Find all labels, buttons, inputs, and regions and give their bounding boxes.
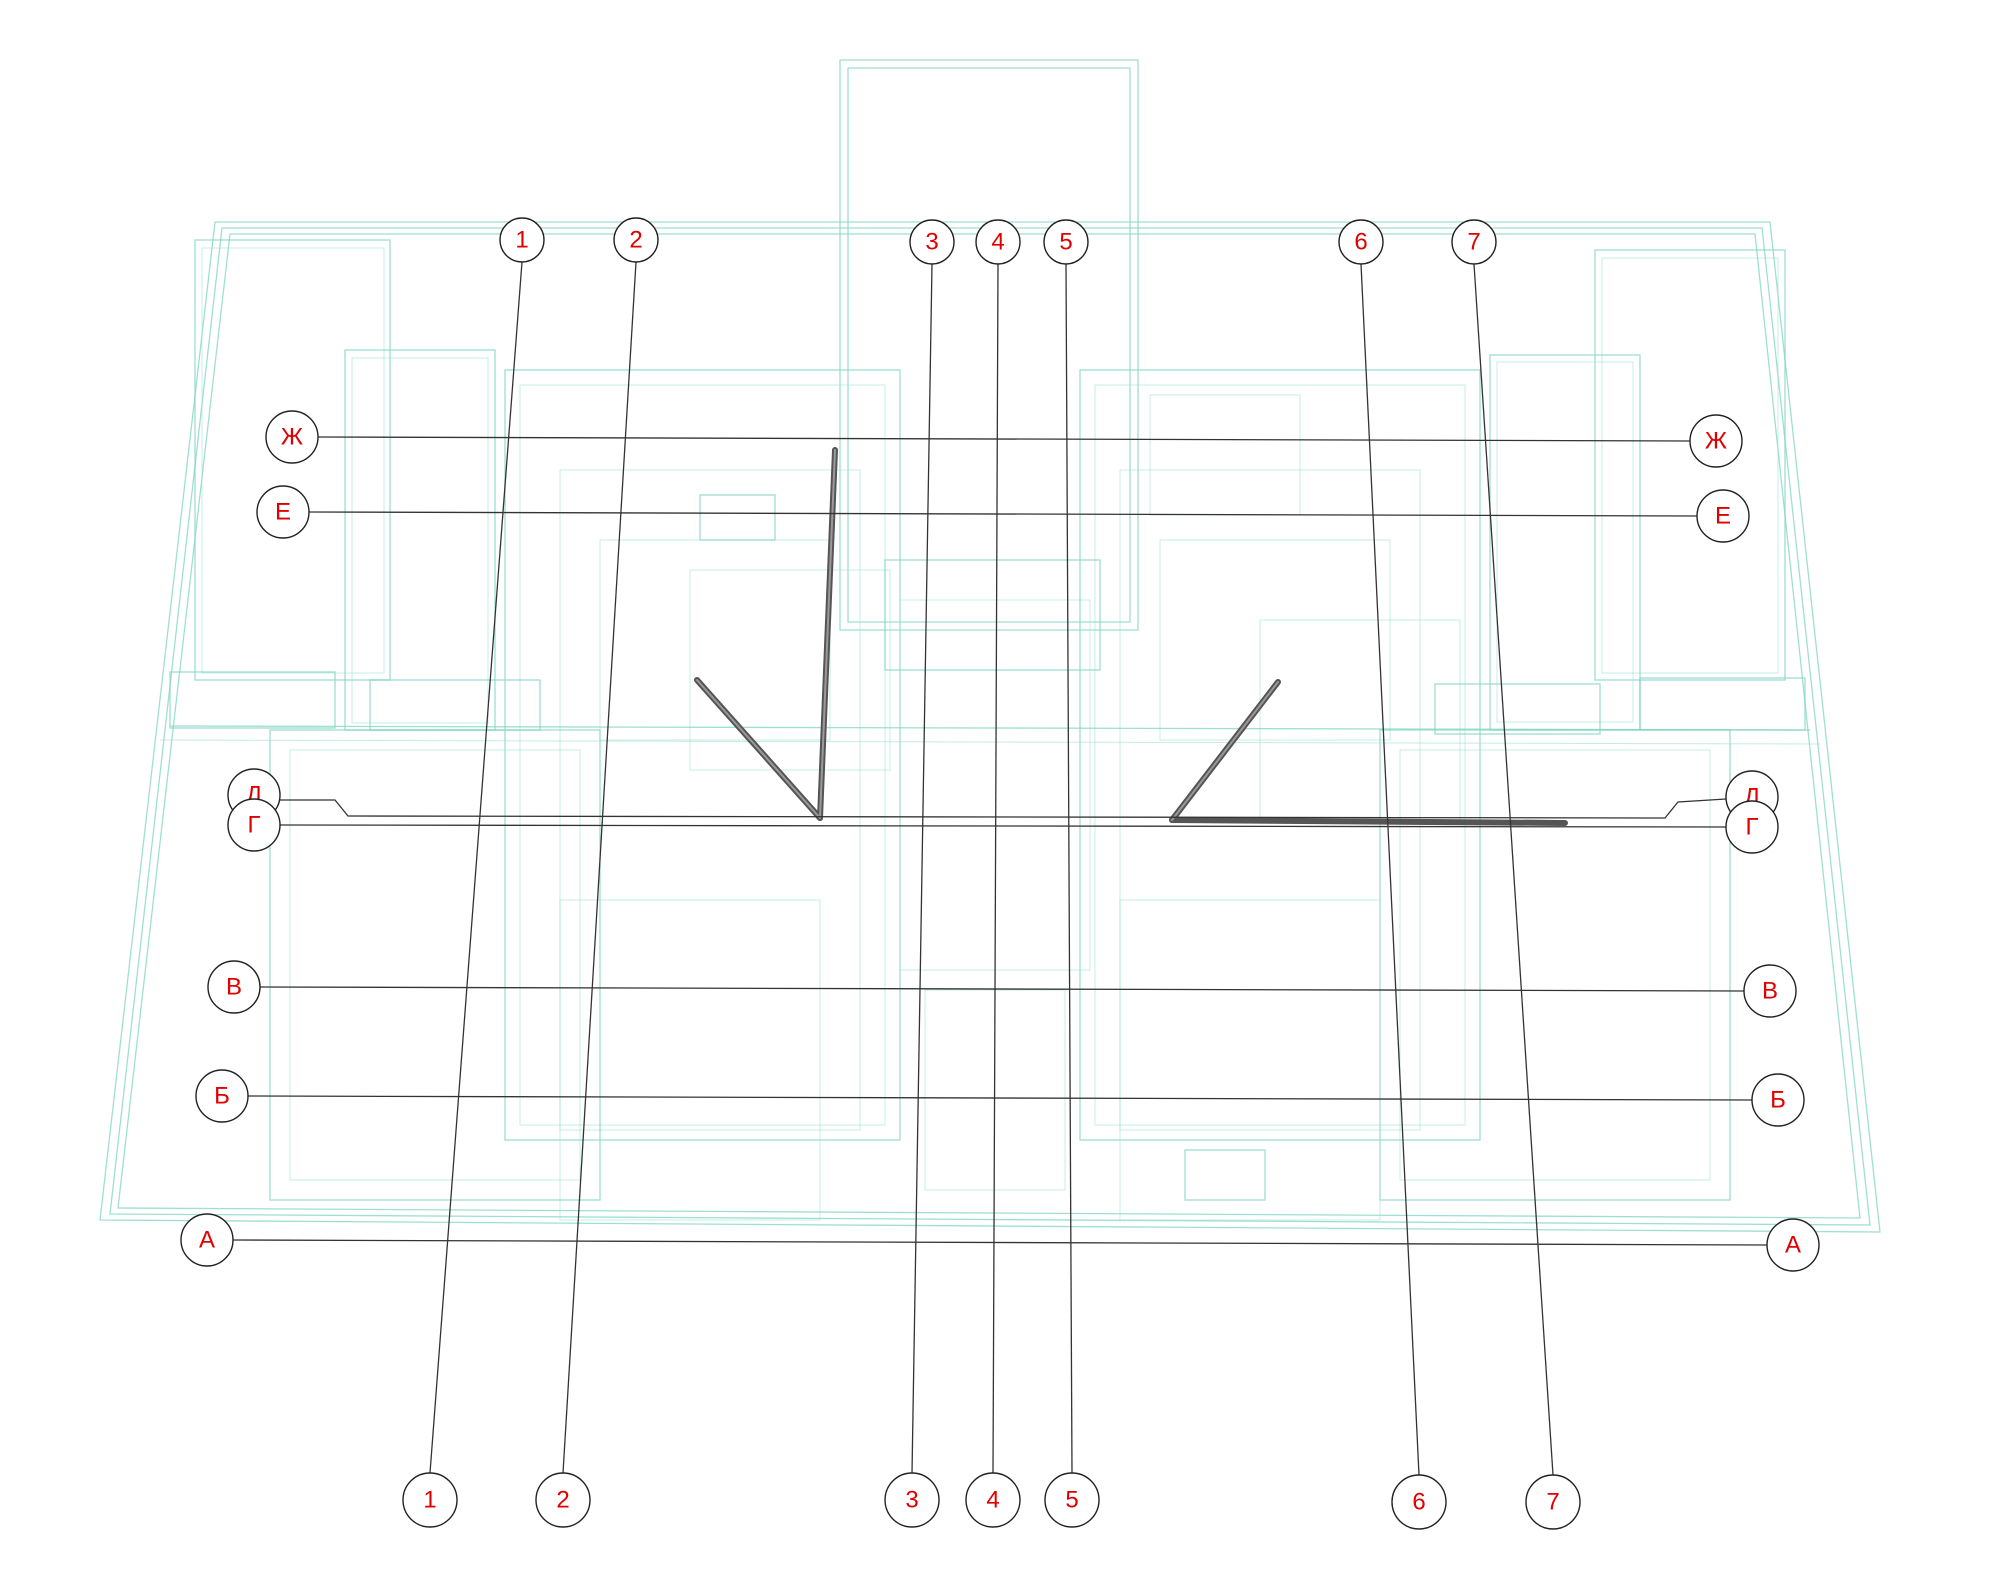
bottom-axis-bubble-7: 7 [1525,1474,1581,1530]
left-axis-bubble-Е-circle [256,485,310,539]
right-axis-bubble-В: В [1743,964,1797,1018]
bottom-axis-bubble-6: 6 [1391,1474,1447,1530]
horizontal-axis-line-Б [247,1095,1753,1101]
right-axis-bubble-Г-circle [1725,800,1779,854]
top-axis-bubble-2: 2 [613,217,659,263]
right-axis-bubble-Е: Е [1696,489,1750,543]
top-axis-bubble-2-label: 2 [629,227,642,254]
horizontal-axis-line-Д [280,798,1727,819]
left-axis-bubble-Е: Е [256,485,310,539]
top-axis-bubble-7-label: 7 [1467,229,1480,256]
top-axis-bubble-3: 3 [909,219,955,265]
left-axis-bubble-В: В [207,960,261,1014]
top-axis-bubble-5: 5 [1043,219,1089,265]
bottom-axis-bubble-5: 5 [1044,1472,1100,1528]
top-axis-bubble-7-circle [1451,219,1497,265]
right-axis-bubble-Ж: Ж [1689,414,1743,468]
right-axis-bubble-Е-circle [1696,489,1750,543]
right-axis-bubble-А-label: А [1785,1232,1801,1259]
top-axis-bubble-1-circle [499,217,545,263]
bottom-axis-bubble-2-circle [535,1472,591,1528]
bottom-axis-bubble-3-circle [884,1472,940,1528]
horizontal-axis-line-Ж [317,436,1691,442]
left-axis-bubble-А-circle [180,1213,234,1267]
bottom-axis-bubble-4: 4 [965,1472,1021,1528]
top-axis-bubble-4-circle [975,219,1021,265]
left-axis-bubble-Б: Б [195,1069,249,1123]
left-axis-bubble-Б-circle [195,1069,249,1123]
vertical-axis-line-2 [562,261,637,1474]
bottom-axis-bubble-7-circle [1525,1474,1581,1530]
bottom-axis-bubble-6-label: 6 [1412,1489,1425,1516]
right-axis-bubble-Г-label: Г [1746,814,1759,841]
left-axis-bubble-Б-label: Б [214,1083,230,1110]
building-wireframe [99,59,1881,1233]
bottom-axis-bubble-2: 2 [535,1472,591,1528]
left-axis-bubble-Г-circle [227,798,281,852]
top-axis-bubble-2-circle [613,217,659,263]
bottom-axis-bubble-5-label: 5 [1065,1487,1078,1514]
vertical-axis-line-7 [1473,263,1554,1476]
right-axis-bubble-Б: Б [1751,1073,1805,1127]
left-axis-bubble-Г: Г [227,798,281,852]
horizontal-axis-line-А [232,1239,1768,1246]
vertical-axis-line-5 [1065,263,1073,1474]
bottom-axis-bubble-4-circle [965,1472,1021,1528]
horizontal-axis-line-В [259,986,1745,992]
bottom-axis-bubble-1-label: 1 [423,1487,436,1514]
left-axis-bubble-Ж-label: Ж [281,424,303,451]
right-axis-bubble-Е-label: Е [1715,503,1731,530]
bottom-axis-bubble-6-circle [1391,1474,1447,1530]
bottom-axis-bubble-3: 3 [884,1472,940,1528]
vertical-axis-line-3 [911,263,933,1474]
left-axis-bubble-В-label: В [226,974,242,1001]
axis-lines [232,261,1768,1476]
top-axis-bubble-4: 4 [975,219,1021,265]
bottom-axis-bubble-1-circle [402,1472,458,1528]
left-axis-bubble-Ж: Ж [265,410,319,464]
top-axis-bubble-3-label: 3 [925,229,938,256]
top-axis-bubble-1-label: 1 [515,227,528,254]
right-axis-bubble-В-circle [1743,964,1797,1018]
left-axis-bubble-Г-label: Г [248,812,261,839]
top-axis-bubble-6: 6 [1338,219,1384,265]
bottom-axis-bubble-2-label: 2 [556,1487,569,1514]
right-axis-bubble-Б-label: Б [1770,1087,1786,1114]
bottom-axis-bubble-3-label: 3 [905,1487,918,1514]
top-axis-bubble-1: 1 [499,217,545,263]
bottom-axis-bubble-4-label: 4 [986,1487,999,1514]
top-axis-bubble-3-circle [909,219,955,265]
bottom-axis-bubble-1: 1 [402,1472,458,1528]
bottom-axis-bubble-5-circle [1044,1472,1100,1528]
right-axis-bubble-Ж-label: Ж [1705,428,1727,455]
left-axis-bubble-Е-label: Е [275,499,291,526]
bottom-axis-bubble-7-label: 7 [1546,1489,1559,1516]
pipe-lines [694,447,1568,826]
left-axis-bubble-А: А [180,1213,234,1267]
vertical-axis-line-4 [992,263,999,1474]
right-axis-bubble-Г: Г [1725,800,1779,854]
top-axis-bubble-4-label: 4 [991,229,1004,256]
right-axis-bubble-А-circle [1766,1218,1820,1272]
left-axis-bubble-В-circle [207,960,261,1014]
top-axis-bubble-5-label: 5 [1059,229,1072,256]
top-axis-bubble-7: 7 [1451,219,1497,265]
top-axis-bubble-5-circle [1043,219,1089,265]
right-axis-bubble-Ж-circle [1689,414,1743,468]
right-axis-bubble-В-label: В [1762,978,1778,1005]
top-axis-bubble-6-circle [1338,219,1384,265]
vertical-axis-line-6 [1360,263,1420,1476]
right-axis-bubble-Б-circle [1751,1073,1805,1127]
left-axis-bubble-Ж-circle [265,410,319,464]
left-axis-bubble-А-label: А [199,1227,215,1254]
horizontal-axis-line-Е [308,511,1698,517]
top-axis-bubble-6-label: 6 [1354,229,1367,256]
right-axis-bubble-А: А [1766,1218,1820,1272]
horizontal-axis-line-Г [279,824,1727,828]
vertical-axis-line-1 [429,261,523,1474]
